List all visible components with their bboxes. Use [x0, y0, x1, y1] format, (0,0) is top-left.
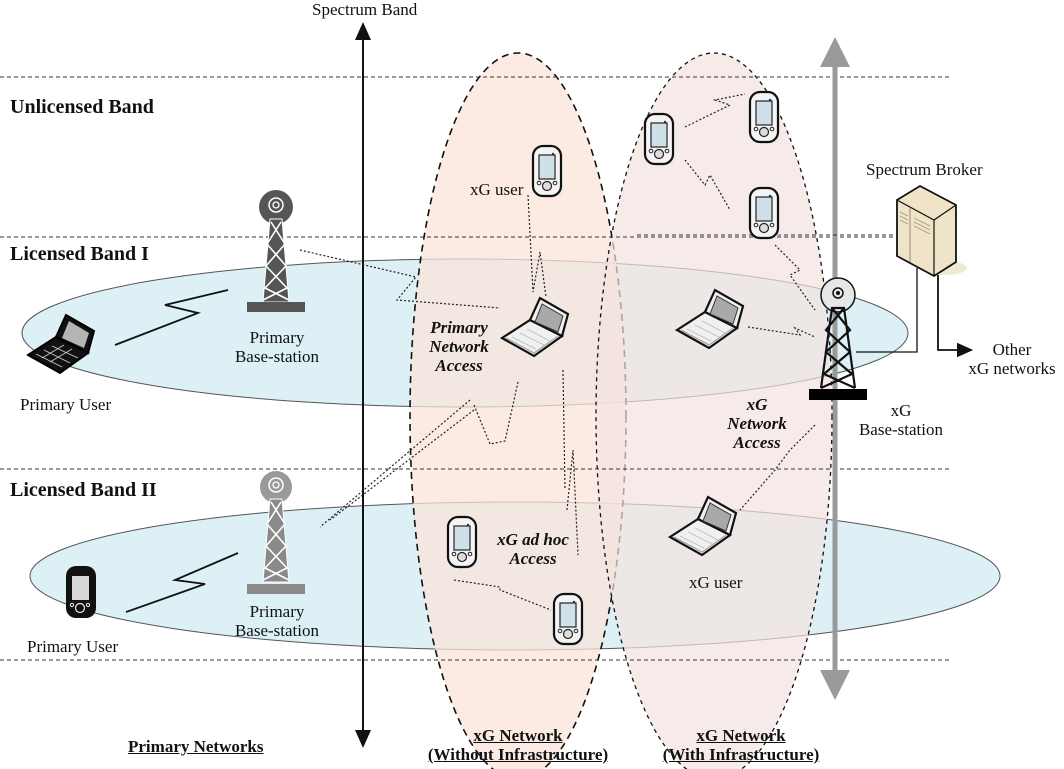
xg-adhoc-pda-2-icon — [552, 592, 586, 648]
xg-pda-unlicensed-2-icon — [748, 90, 782, 146]
band-separators — [0, 76, 950, 661]
xg-network-with-infrastructure-title: xG Network (With Infrastructure) — [646, 726, 836, 764]
unlicensed-band-label: Unlicensed Band — [10, 96, 154, 118]
spectrum-broker-label: Spectrum Broker — [866, 160, 983, 179]
licensed-band-2-label: Licensed Band II — [10, 479, 157, 501]
xg-pda-unlicensed-1-icon — [643, 112, 677, 168]
xg-user-bottom-label: xG user — [689, 573, 743, 592]
primary-networks-title: Primary Networks — [128, 737, 264, 756]
label-line: xG networks — [968, 359, 1056, 379]
title-line: xG Network — [696, 726, 786, 745]
primary-user-band1-label: Primary User — [20, 395, 112, 414]
label-line: Network — [727, 414, 787, 434]
primary-link-band1 — [114, 289, 229, 346]
label-line: xG ad hoc — [497, 530, 569, 549]
label-line: Primary — [249, 602, 305, 621]
xg-adhoc-access-label: xG ad hoc Access — [488, 530, 578, 568]
primary-base-station-band1-label: Primary Base-station — [225, 328, 329, 366]
primary-base-station-band2-icon — [247, 471, 305, 594]
primary-link-band2 — [125, 552, 239, 613]
xg-pda-unlicensed-3-icon — [748, 186, 782, 242]
other-networks-link — [937, 275, 974, 358]
xg-adhoc-pda-1-icon — [446, 515, 480, 571]
spectrum-broker-server-icon — [896, 184, 967, 278]
label-line: Network — [429, 337, 489, 357]
xg-base-station-label: xG Base-station — [846, 401, 956, 439]
label-line: Base-station — [234, 347, 320, 367]
label-line: Access — [435, 356, 483, 376]
licensed-band-1-label: Licensed Band I — [10, 243, 149, 265]
label-line: xG — [746, 395, 768, 414]
label-line: Access — [733, 433, 781, 453]
primary-base-station-band1-icon — [247, 190, 305, 312]
primary-user-band2-label: Primary User — [27, 637, 119, 656]
other-xg-networks-label: Other xG networks — [962, 340, 1062, 378]
title-line: (Without Infrastructure) — [427, 745, 609, 765]
label-line: Primary — [430, 318, 488, 337]
label-line: Base-station — [234, 621, 320, 641]
primary-base-station-band2-label: Primary Base-station — [225, 602, 329, 640]
wireless-links — [299, 93, 816, 611]
label-line: Base-station — [858, 420, 944, 440]
broker-base-station-link — [856, 268, 918, 353]
primary-networks-title-text: Primary Networks — [128, 737, 264, 756]
xg-user-top-label: xG user — [470, 180, 524, 199]
label-line: Other — [992, 340, 1032, 359]
xg-user-pda-top-icon — [531, 144, 565, 200]
title-line: (With Infrastructure) — [662, 745, 820, 765]
xg-network-access-label: xG Network Access — [718, 395, 796, 452]
primary-network-access-label: Primary Network Access — [420, 318, 498, 375]
label-line: Access — [509, 549, 557, 569]
title-line: xG Network — [473, 726, 563, 745]
xg-network-without-infrastructure-title: xG Network (Without Infrastructure) — [412, 726, 624, 764]
spectrum-band-axis-label: Spectrum Band — [312, 0, 418, 19]
xg-network-with-infrastructure-region — [595, 52, 833, 769]
xg-network-without-infrastructure-region — [409, 52, 627, 769]
label-line: xG — [890, 401, 912, 420]
primary-user-pda-icon — [66, 566, 96, 618]
label-line: Primary — [249, 328, 305, 347]
xg-base-station-icon — [809, 277, 867, 400]
